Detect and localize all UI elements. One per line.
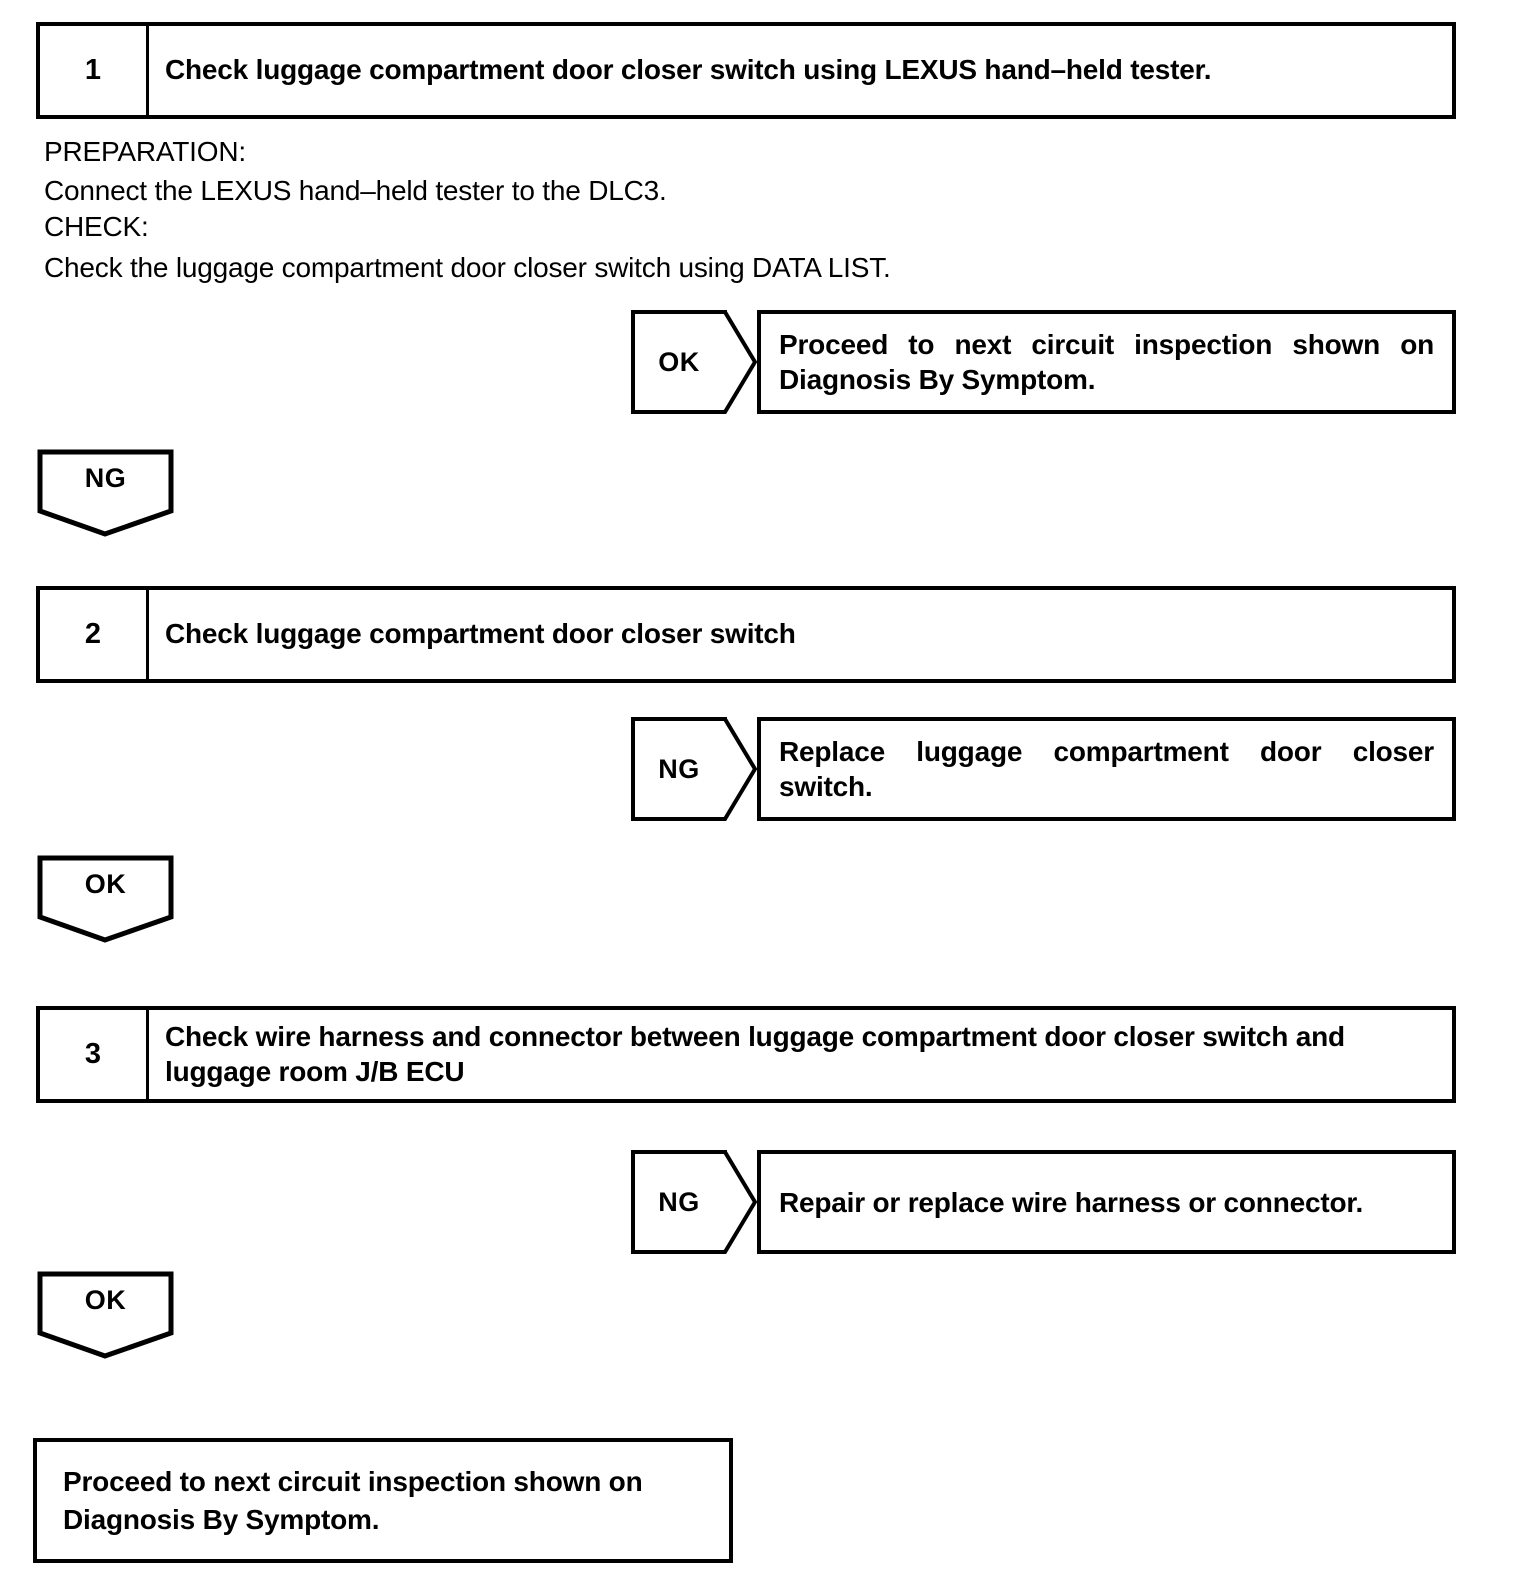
judgement-label-ng-step3: NG bbox=[658, 1186, 700, 1217]
result-text-step1-ok: Proceed to next circuit inspection shown… bbox=[779, 329, 1434, 395]
judgement-label-ok-step1: OK bbox=[658, 346, 700, 377]
step-title-3: Check wire harness and connector between… bbox=[165, 1021, 1345, 1087]
judgement-arrow-ng-step3: NG bbox=[631, 1150, 757, 1254]
check-body: Check the luggage compartment door close… bbox=[44, 252, 891, 283]
step-box-2: 2 Check luggage compartment door closer … bbox=[36, 586, 1456, 683]
step-number-1: 1 bbox=[40, 26, 149, 115]
step-title-1: Check luggage compartment door closer sw… bbox=[165, 54, 1212, 86]
judgement-label-ok-step2: OK bbox=[84, 868, 127, 899]
judgement-arrow-ok-step1: OK bbox=[631, 310, 757, 414]
judgement-label-ok-step3: OK bbox=[84, 1284, 127, 1315]
judgement-arrow-ng-step2: NG bbox=[631, 717, 757, 821]
result-box-step1-ok: Proceed to next circuit inspection shown… bbox=[757, 310, 1456, 414]
check-heading-label: CHECK: bbox=[44, 211, 149, 242]
check-heading: CHECK: bbox=[44, 213, 149, 241]
result-text-step3-ng: Repair or replace wire harness or connec… bbox=[779, 1186, 1364, 1218]
judgement-label-ng-step1: NG bbox=[84, 462, 127, 493]
conclusion-box: Proceed to next circuit inspection shown… bbox=[33, 1438, 733, 1563]
result-box-step3-ng: Repair or replace wire harness or connec… bbox=[757, 1150, 1456, 1254]
judgement-arrow-ok-step3: OK bbox=[37, 1271, 174, 1359]
preparation-heading-label: PREPARATION: bbox=[44, 136, 246, 167]
judgement-arrow-ng-step1: NG bbox=[37, 449, 174, 537]
step-box-3: 3 Check wire harness and connector betwe… bbox=[36, 1006, 1456, 1103]
step-number-2: 2 bbox=[40, 590, 149, 679]
step-title-2: Check luggage compartment door closer sw… bbox=[165, 618, 796, 650]
preparation-body: Connect the LEXUS hand–held tester to th… bbox=[44, 175, 667, 206]
judgement-label-ng-step2: NG bbox=[658, 753, 700, 784]
judgement-arrow-ok-step2: OK bbox=[37, 855, 174, 943]
step-box-1: 1 Check luggage compartment door closer … bbox=[36, 22, 1456, 119]
result-text-step2-ng: Replace luggage compartment door closer … bbox=[779, 736, 1434, 802]
preparation-heading: PREPARATION: bbox=[44, 138, 246, 166]
result-box-step2-ng: Replace luggage compartment door closer … bbox=[757, 717, 1456, 821]
conclusion-text: Proceed to next circuit inspection shown… bbox=[63, 1465, 643, 1535]
step-number-3: 3 bbox=[40, 1010, 149, 1099]
